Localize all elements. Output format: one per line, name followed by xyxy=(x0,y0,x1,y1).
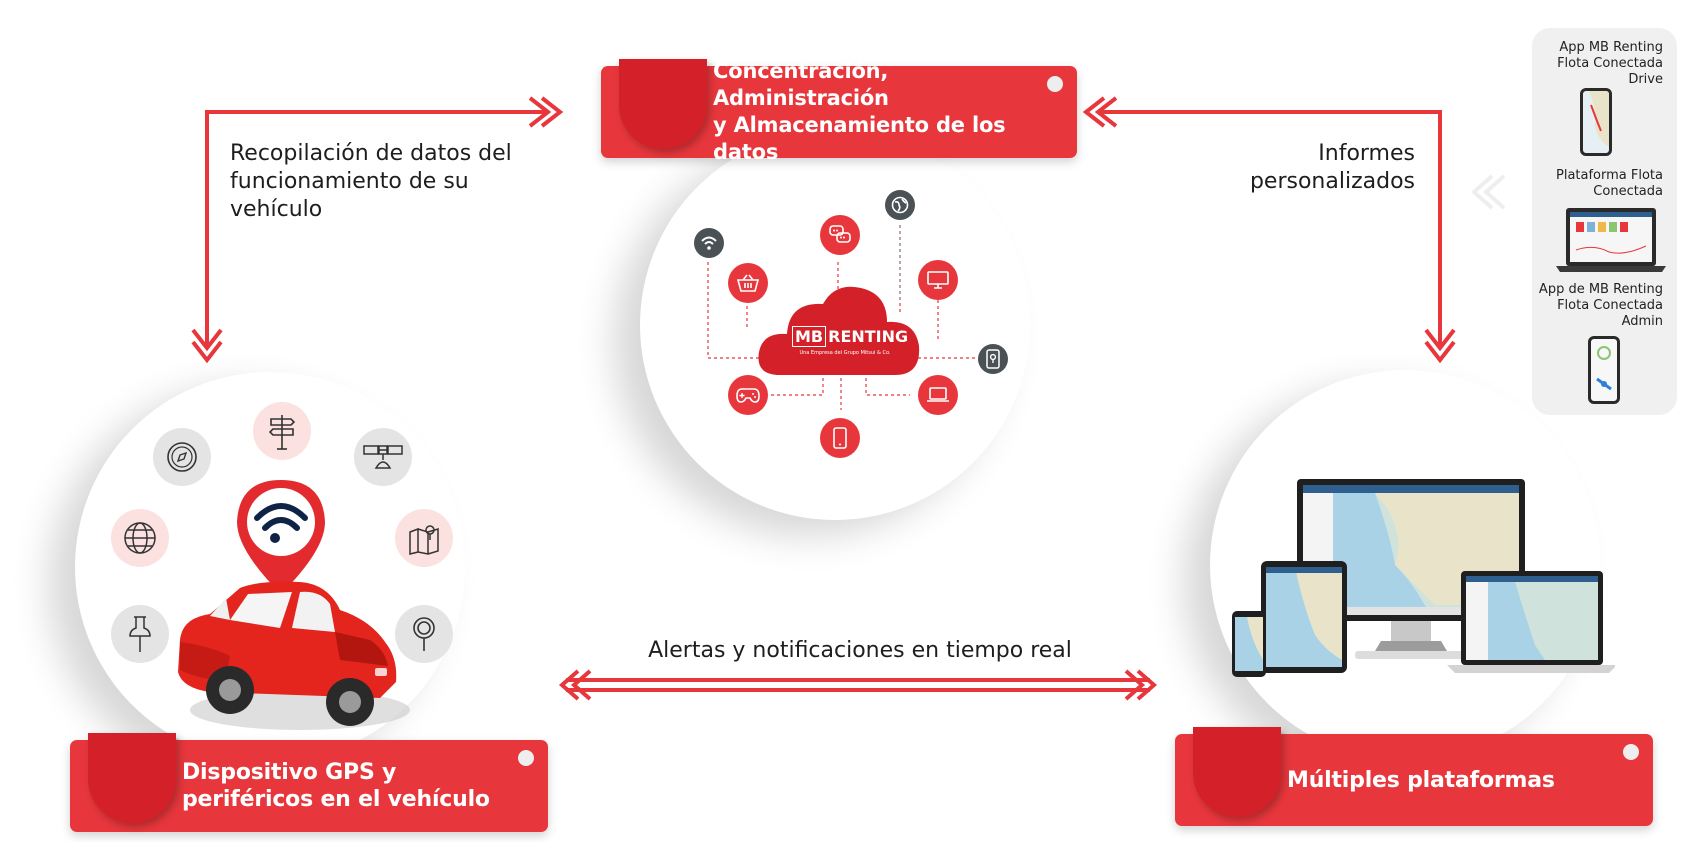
label-dot xyxy=(1047,76,1063,92)
brand-name: RENTING xyxy=(828,327,909,346)
location-phone-icon xyxy=(978,344,1008,374)
admin-app-phone-icon xyxy=(1588,336,1620,404)
platform-laptop-icon xyxy=(1554,206,1668,276)
top-label-bar: Concentración, Administración y Almacena… xyxy=(601,59,1077,164)
satellite-icon xyxy=(354,428,412,486)
gamepad-icon xyxy=(728,375,768,415)
arrow-left-path xyxy=(205,110,548,348)
apps-side-panel: App MB Renting Flota Conectada Drive Pla… xyxy=(1532,28,1677,415)
label-dot xyxy=(1623,744,1639,760)
arrow-right-path xyxy=(1098,110,1442,348)
label-dot xyxy=(518,750,534,766)
compass-icon xyxy=(153,428,211,486)
car-icon xyxy=(178,581,410,730)
bottom-left-label-text: Dispositivo GPS y periféricos en el vehí… xyxy=(182,760,490,812)
cloud-icon xyxy=(758,286,920,375)
bottom-right-label-bar: Múltiples plataformas xyxy=(1175,727,1653,826)
panel-item-platform-title: Plataforma Flota Conectada xyxy=(1556,168,1663,199)
bottom-left-label-bar: Dispositivo GPS y periféricos en el vehí… xyxy=(70,733,548,832)
pushpin-icon xyxy=(111,605,169,663)
map-icon xyxy=(395,509,453,567)
globe-icon xyxy=(885,190,915,220)
mobile-icon xyxy=(820,418,860,458)
panel-item-driver-app-title: App MB Renting Flota Conectada Drive xyxy=(1557,40,1663,87)
label-tab xyxy=(1193,727,1281,817)
top-label-text: Concentración, Administración y Almacena… xyxy=(713,59,1006,164)
basket-icon xyxy=(728,263,768,303)
panel-item-admin-app-title: App de MB Renting Flota Conectada Admin xyxy=(1538,282,1663,329)
flow-right-text: Informes personalizados xyxy=(1249,141,1415,194)
label-tab xyxy=(619,59,707,149)
chat-icon xyxy=(820,215,860,255)
driver-app-phone-icon xyxy=(1580,88,1612,156)
flow-bottom-text: Alertas y notificaciones en tiempo real xyxy=(648,638,1072,663)
flow-left-text: Recopilación de datos del funcionamiento… xyxy=(230,141,512,222)
devices-illustration xyxy=(1232,479,1615,677)
label-tab xyxy=(88,733,176,823)
laptop-icon xyxy=(918,375,958,415)
magnifier-icon xyxy=(395,605,453,663)
cloud-tagline: Una Empresa del Grupo Mitsui & Co. xyxy=(799,350,891,356)
tv-icon xyxy=(918,260,958,300)
bottom-right-label-text: Múltiples plataformas xyxy=(1287,767,1555,793)
signpost-icon xyxy=(253,402,311,460)
wifi-icon xyxy=(694,228,724,258)
globe-grid-icon xyxy=(111,509,169,567)
brand-mb: MB xyxy=(792,326,827,347)
wifi-pin-icon xyxy=(237,480,325,594)
